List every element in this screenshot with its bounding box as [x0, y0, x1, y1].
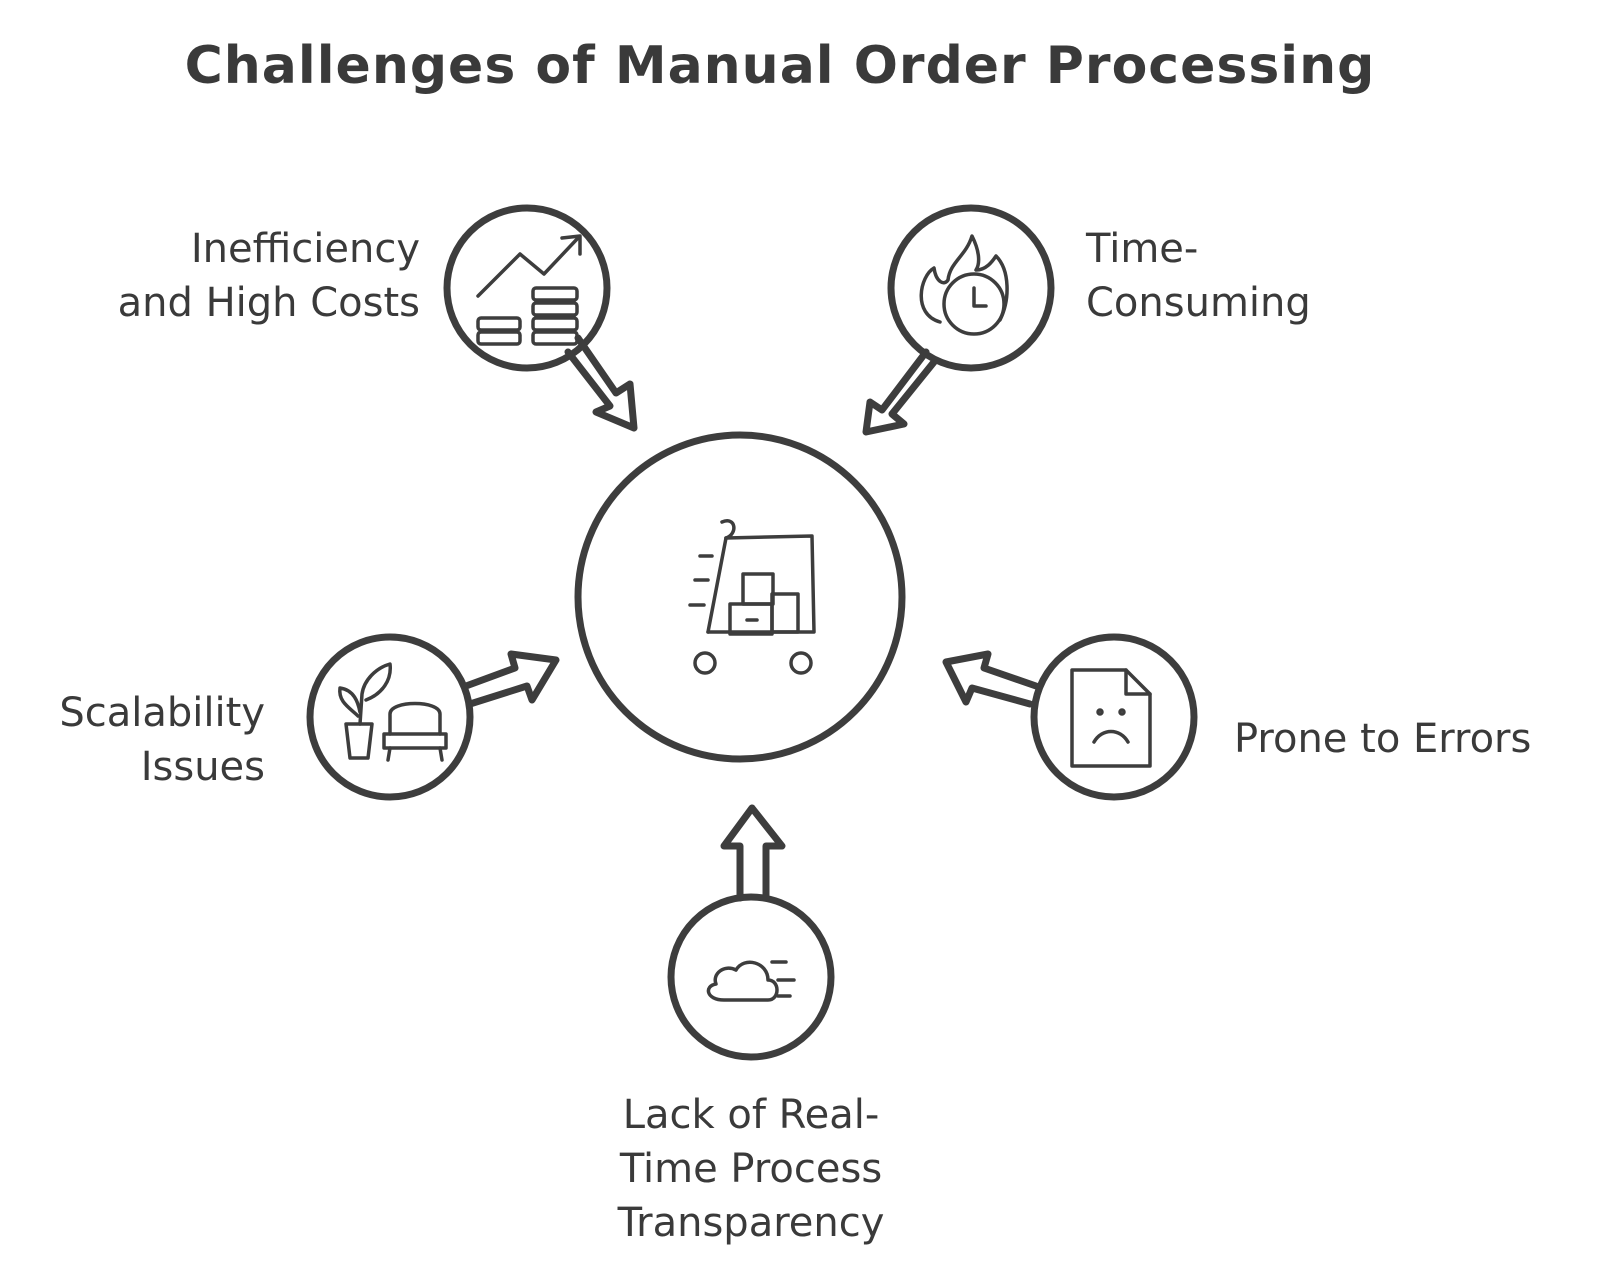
burning-clock-icon	[919, 234, 1009, 336]
central-hub	[574, 431, 906, 763]
shopping-cart-with-boxes-icon	[688, 519, 816, 675]
diagram-title: Challenges of Manual Order Processing	[184, 36, 1376, 96]
scalability-node	[306, 633, 560, 801]
sad-document-icon	[1070, 668, 1152, 768]
inefficiency-label: Inefficiency and High Costs	[117, 226, 420, 326]
time-consuming-node	[862, 204, 1055, 436]
inefficiency-node	[443, 204, 638, 432]
prone-to-errors-node	[942, 633, 1198, 801]
time-consuming-label: Time- Consuming	[1086, 226, 1311, 326]
prone-to-errors-label: Prone to Errors	[1234, 716, 1532, 762]
scalability-label: Scalability Issues	[59, 690, 265, 790]
transparency-node	[667, 804, 835, 1061]
rising-chart-coins-icon	[476, 234, 582, 346]
transparency-label: Lack of Real- Time Process Transparency	[617, 1092, 885, 1246]
plant-armchair-icon	[338, 662, 448, 762]
fast-cloud-icon	[706, 960, 796, 1002]
